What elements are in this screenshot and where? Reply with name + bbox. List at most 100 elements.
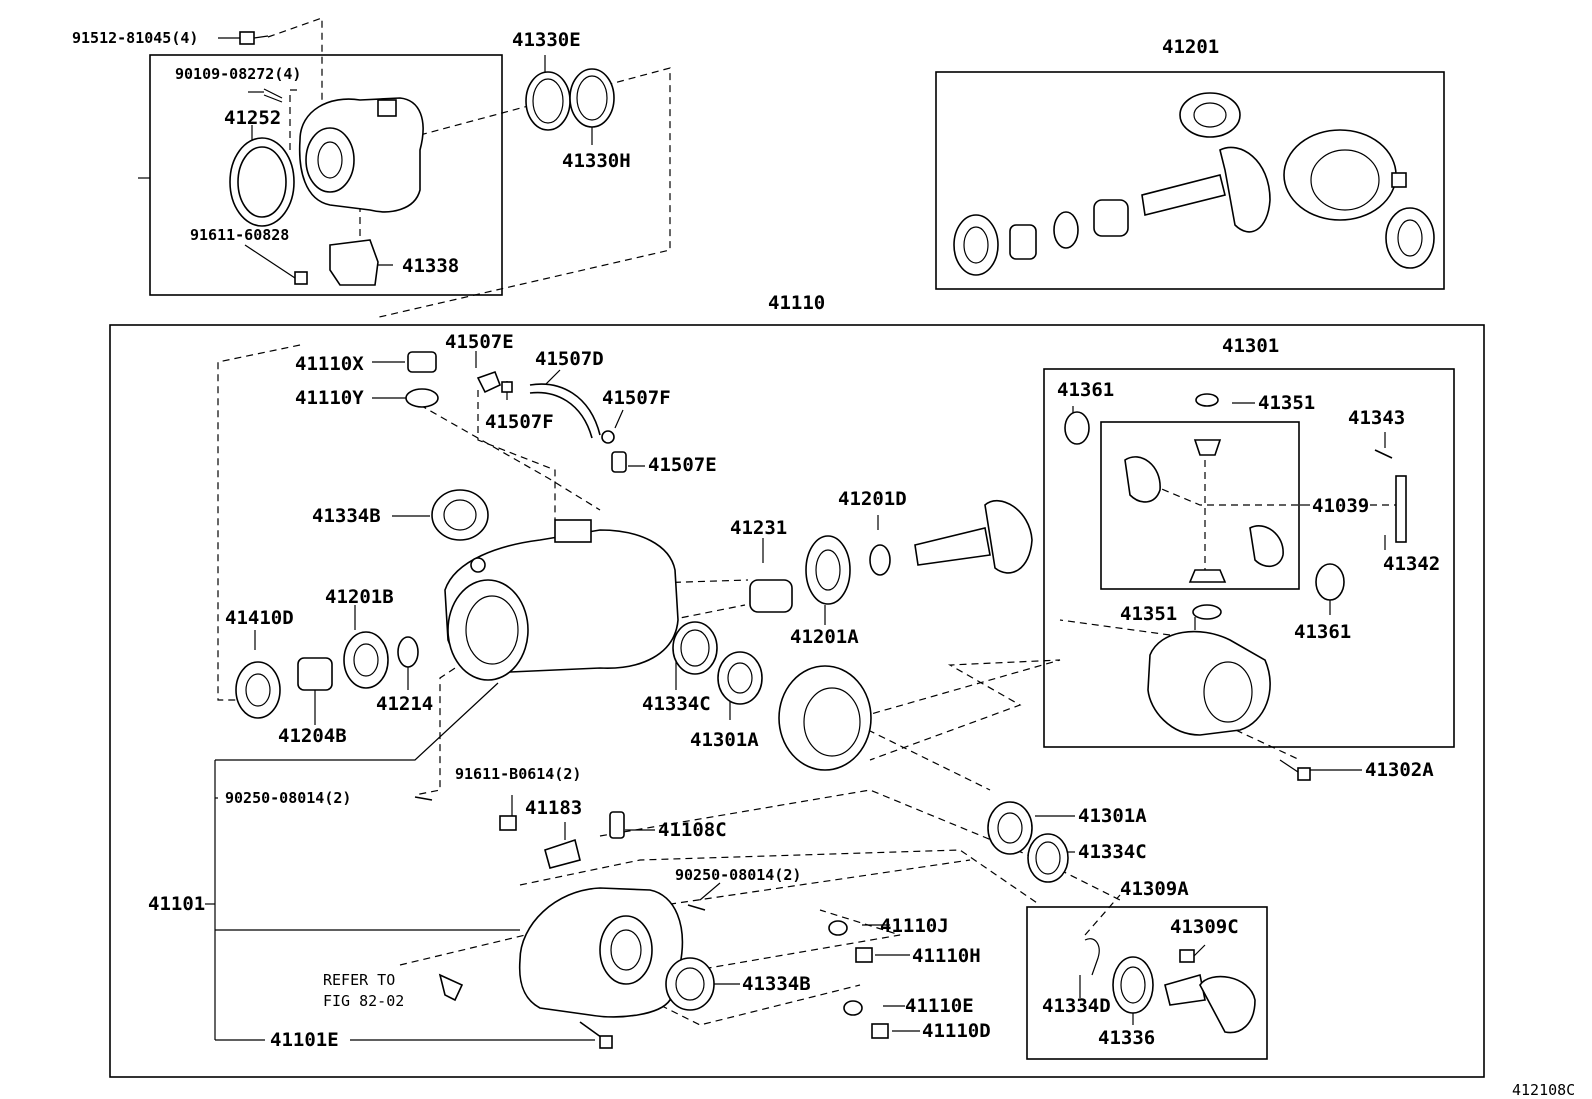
part-bolt-91611 xyxy=(294,271,308,285)
part-plug-41110D xyxy=(871,1023,889,1039)
refer-to-line2: FIG 82-02 xyxy=(323,992,404,1010)
label-41110D: 41110D xyxy=(922,1020,991,1042)
part-seal-41252 xyxy=(229,137,295,227)
label-41334C-right: 41334C xyxy=(1078,841,1147,863)
label-41334B-top: 41334B xyxy=(312,505,381,527)
label-41110X: 41110X xyxy=(295,353,364,375)
part-bearing-41201B xyxy=(343,631,389,689)
label-41204B: 41204B xyxy=(278,725,347,747)
label-41101E: 41101E xyxy=(270,1029,339,1051)
label-41201B: 41201B xyxy=(325,586,394,608)
part-bolt-91512 xyxy=(239,31,269,45)
label-91611-B0614: 91611-B0614(2) xyxy=(455,765,581,783)
box-41110 xyxy=(109,324,1485,1078)
label-41361-bottom: 41361 xyxy=(1294,621,1351,643)
label-41301: 41301 xyxy=(1222,335,1279,357)
label-41201: 41201 xyxy=(1162,36,1219,58)
parts-41309A-set xyxy=(1084,938,1256,1034)
label-41351-top: 41351 xyxy=(1258,392,1315,414)
part-bolt-41101E xyxy=(579,1021,613,1049)
part-bracket-41183 xyxy=(544,838,581,869)
label-41334B-bottom: 41334B xyxy=(742,973,811,995)
label-41201D: 41201D xyxy=(838,488,907,510)
part-pinion-41201D xyxy=(869,499,1033,576)
label-41301A-right: 41301A xyxy=(1078,805,1147,827)
parts-41301-set xyxy=(1064,393,1407,736)
label-41343: 41343 xyxy=(1348,407,1405,429)
part-pin-90250-left xyxy=(414,796,433,801)
label-90250-08014-left: 90250-08014(2) xyxy=(225,789,351,807)
label-41507F-left: 41507F xyxy=(485,411,554,433)
label-41507E-top: 41507E xyxy=(445,331,514,353)
part-rear-cover-41101 xyxy=(518,887,684,1018)
label-90250-08014-right: 90250-08014(2) xyxy=(675,866,801,884)
part-plug-41110X xyxy=(407,351,437,373)
label-41330E: 41330E xyxy=(512,29,581,51)
label-91611-60828: 91611-60828 xyxy=(190,226,289,244)
label-41201A: 41201A xyxy=(790,626,859,648)
label-41410D: 41410D xyxy=(225,607,294,629)
part-bolt-41302A xyxy=(1279,759,1311,781)
box-41039 xyxy=(1100,421,1300,590)
label-41334C-left: 41334C xyxy=(642,693,711,715)
label-41507D: 41507D xyxy=(535,348,604,370)
part-gasket-41110J xyxy=(828,920,848,936)
part-oring-41330E xyxy=(525,71,571,131)
label-41301A-left: 41301A xyxy=(690,729,759,751)
label-41108C: 41108C xyxy=(658,819,727,841)
label-41336: 41336 xyxy=(1098,1027,1155,1049)
label-41330H: 41330H xyxy=(562,150,631,172)
label-41351-bottom: 41351 xyxy=(1120,603,1177,625)
label-41252: 41252 xyxy=(224,107,281,129)
part-ringgear xyxy=(778,665,872,771)
part-pin-90250-right xyxy=(687,904,706,911)
part-stud-90109 xyxy=(263,88,283,103)
part-carrier-housing-41110 xyxy=(444,519,679,681)
leader-lines xyxy=(138,37,1386,1041)
refer-to-line1: REFER TO xyxy=(323,971,395,989)
part-oilseal-41334B-top xyxy=(431,489,489,541)
label-91512-81045: 91512-81045(4) xyxy=(72,29,198,47)
part-bearing-41301A-right xyxy=(987,801,1033,855)
part-sensor-41338 xyxy=(329,239,379,286)
part-cover-41303 xyxy=(298,97,424,213)
label-41309C: 41309C xyxy=(1170,916,1239,938)
part-hose-41507D xyxy=(529,383,601,439)
box-41309A xyxy=(1026,906,1268,1060)
part-collar-41204B xyxy=(297,657,333,691)
part-gasket-41110E xyxy=(843,1000,863,1016)
label-41338: 41338 xyxy=(402,255,459,277)
label-90109-08272: 90109-08272(4) xyxy=(175,65,301,83)
label-41507E-bottom: 41507E xyxy=(648,454,717,476)
parts-41201-set xyxy=(953,92,1435,276)
label-41110E: 41110E xyxy=(905,995,974,1017)
box-41201 xyxy=(935,71,1445,290)
part-bearing-41301A-left xyxy=(717,651,763,705)
part-oilseal-41334C-left xyxy=(672,621,718,675)
part-breather-41108C xyxy=(609,811,625,839)
label-41039: 41039 xyxy=(1312,495,1369,517)
box-41303 xyxy=(149,54,503,296)
label-41110H: 41110H xyxy=(912,945,981,967)
figure-id: 412108C xyxy=(1512,1081,1575,1099)
part-seal-41410D xyxy=(235,661,281,719)
label-41183: 41183 xyxy=(525,797,582,819)
label-41334D: 41334D xyxy=(1042,995,1111,1017)
label-41302A: 41302A xyxy=(1365,759,1434,781)
part-bearing-41201A xyxy=(805,535,851,605)
label-41110: 41110 xyxy=(768,292,825,314)
part-oring-41330H xyxy=(569,68,615,128)
part-union-41507E-bottom xyxy=(611,451,627,473)
part-union-41507E-top xyxy=(476,370,502,394)
label-41101: 41101 xyxy=(148,893,205,915)
part-spacer-41231 xyxy=(749,579,793,613)
part-oilseal-41334C-right xyxy=(1027,833,1069,883)
part-gasket-41110Y xyxy=(405,388,439,408)
label-41342: 41342 xyxy=(1383,553,1440,575)
label-41507F-right: 41507F xyxy=(602,387,671,409)
label-41214: 41214 xyxy=(376,693,433,715)
part-lever-ref xyxy=(438,973,464,1002)
part-shim-41214 xyxy=(397,636,419,668)
part-clip-41507F-right xyxy=(601,430,615,444)
